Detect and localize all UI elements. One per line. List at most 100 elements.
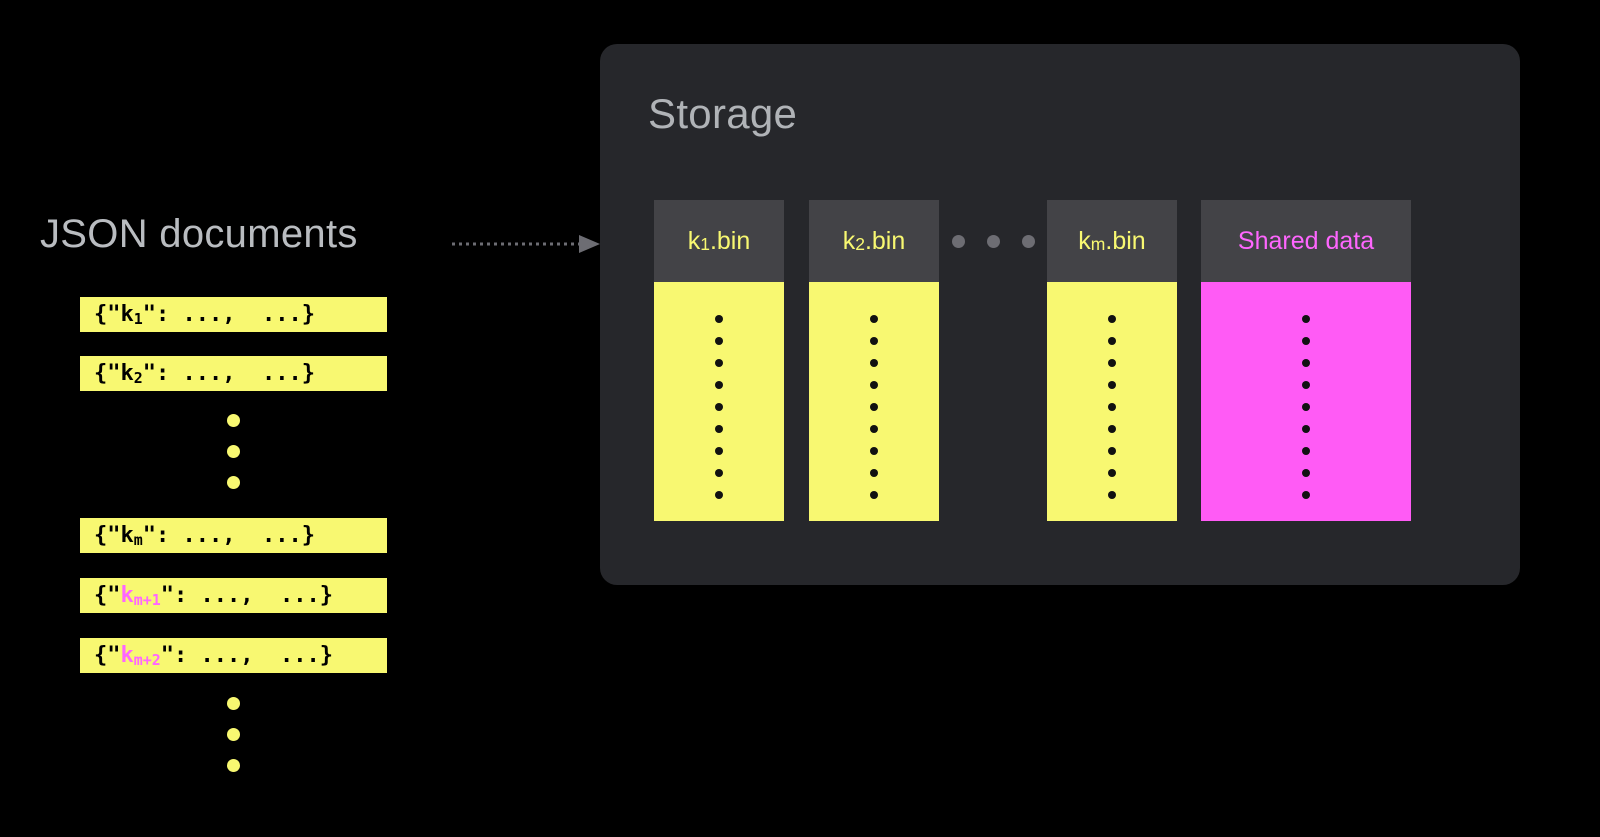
- record-dot: [1302, 469, 1310, 477]
- bin-label-subscript: m: [1090, 234, 1106, 254]
- ellipsis-dot: [227, 728, 240, 741]
- json-doc-prefix: {": [94, 523, 121, 548]
- json-doc-key-base: k: [120, 361, 134, 386]
- record-dot: [1302, 381, 1310, 389]
- ellipsis-dot: [1021, 234, 1035, 248]
- storage-bin-shared-data[interactable]: Shared data: [1201, 200, 1411, 521]
- record-dot: [1108, 359, 1116, 367]
- record-dot: [1302, 337, 1310, 345]
- json-doc-prefix: {": [94, 643, 121, 668]
- record-dot: [870, 447, 878, 455]
- ellipsis-dot: [227, 414, 240, 427]
- json-doc-key-subscript: 2: [133, 369, 143, 388]
- storage-bin-body: [1201, 282, 1411, 521]
- json-doc-suffix: ": ..., ...}: [142, 523, 315, 548]
- record-dot: [1302, 425, 1310, 433]
- record-dot: [1108, 425, 1116, 433]
- json-document-row: {"km+1": ..., ...}: [80, 578, 387, 613]
- record-dot: [1108, 337, 1116, 345]
- ellipsis-dot: [227, 445, 240, 458]
- record-dot: [870, 315, 878, 323]
- json-doc-prefix: {": [94, 302, 121, 327]
- bin-label-subscript: 1: [700, 234, 710, 254]
- record-dot: [870, 337, 878, 345]
- json-document-row: {"km": ..., ...}: [80, 518, 387, 553]
- bin-label-base: k: [687, 226, 701, 255]
- json-documents-ellipsis-bottom: [227, 697, 240, 772]
- storage-bin-body: [809, 282, 939, 521]
- record-dot: [715, 403, 723, 411]
- json-documents-title: JSON documents: [40, 212, 358, 256]
- record-dot: [715, 425, 723, 433]
- record-dot: [715, 337, 723, 345]
- json-doc-key-base: k: [120, 583, 134, 608]
- json-documents-section: JSON documents {"k1": ..., ...} {"k2": .…: [0, 0, 600, 837]
- storage-bin-body: [654, 282, 784, 521]
- ellipsis-dot: [227, 476, 240, 489]
- json-doc-key-subscript: m+2: [133, 651, 161, 670]
- storage-bin-body: [1047, 282, 1177, 521]
- ellipsis-dot: [227, 697, 240, 710]
- storage-bins-ellipsis: [939, 200, 1047, 282]
- record-dot: [715, 315, 723, 323]
- record-dot: [1108, 315, 1116, 323]
- record-dot: [870, 359, 878, 367]
- json-doc-key-subscript: m+1: [133, 591, 161, 610]
- record-dot: [870, 381, 878, 389]
- json-doc-prefix: {": [94, 361, 121, 386]
- json-doc-key: km: [120, 523, 143, 550]
- record-dot: [870, 491, 878, 499]
- bin-label-subscript: 2: [855, 234, 865, 254]
- record-dot: [870, 425, 878, 433]
- ellipsis-dot: [227, 759, 240, 772]
- storage-bin-label: Shared data: [1201, 200, 1411, 282]
- json-doc-key-base: k: [120, 302, 134, 327]
- json-doc-key: km+1: [120, 583, 161, 610]
- record-dot: [1108, 469, 1116, 477]
- record-dot: [1108, 491, 1116, 499]
- json-document-row: {"km+2": ..., ...}: [80, 638, 387, 673]
- json-doc-suffix: ": ..., ...}: [142, 302, 315, 327]
- record-dot: [715, 381, 723, 389]
- json-document-row: {"k1": ..., ...}: [80, 297, 387, 332]
- ellipsis-dot: [986, 234, 1000, 248]
- record-dot: [870, 403, 878, 411]
- json-doc-key: k2: [120, 361, 143, 388]
- json-doc-suffix: ": ..., ...}: [142, 361, 315, 386]
- record-dot: [715, 447, 723, 455]
- json-doc-key-base: k: [120, 523, 134, 548]
- ellipsis-dot: [951, 234, 965, 248]
- json-doc-suffix: ": ..., ...}: [160, 583, 333, 608]
- json-doc-prefix: {": [94, 583, 121, 608]
- bin-label-suffix: .bin: [864, 226, 906, 255]
- bin-label-suffix: .bin: [1105, 226, 1146, 255]
- record-dot: [1302, 491, 1310, 499]
- storage-title: Storage: [648, 90, 798, 137]
- json-doc-key-subscript: m: [133, 531, 143, 550]
- bin-label-base: Shared data: [1237, 226, 1375, 255]
- bin-label-base: k: [1078, 226, 1091, 255]
- record-dot: [715, 469, 723, 477]
- bin-label-base: k: [842, 226, 856, 255]
- record-dot: [715, 491, 723, 499]
- record-dot: [1108, 403, 1116, 411]
- record-dot: [1108, 447, 1116, 455]
- record-dot: [1302, 315, 1310, 323]
- json-doc-key-base: k: [120, 643, 134, 668]
- record-dot: [1302, 447, 1310, 455]
- record-dot: [1302, 359, 1310, 367]
- record-dot: [715, 359, 723, 367]
- json-doc-key-subscript: 1: [133, 310, 143, 329]
- record-dot: [1108, 381, 1116, 389]
- json-doc-suffix: ": ..., ...}: [160, 643, 333, 668]
- json-doc-key: km+2: [120, 643, 161, 670]
- flow-arrow-icon: [452, 235, 600, 253]
- json-doc-key: k1: [120, 302, 143, 329]
- json-document-row: {"k2": ..., ...}: [80, 356, 387, 391]
